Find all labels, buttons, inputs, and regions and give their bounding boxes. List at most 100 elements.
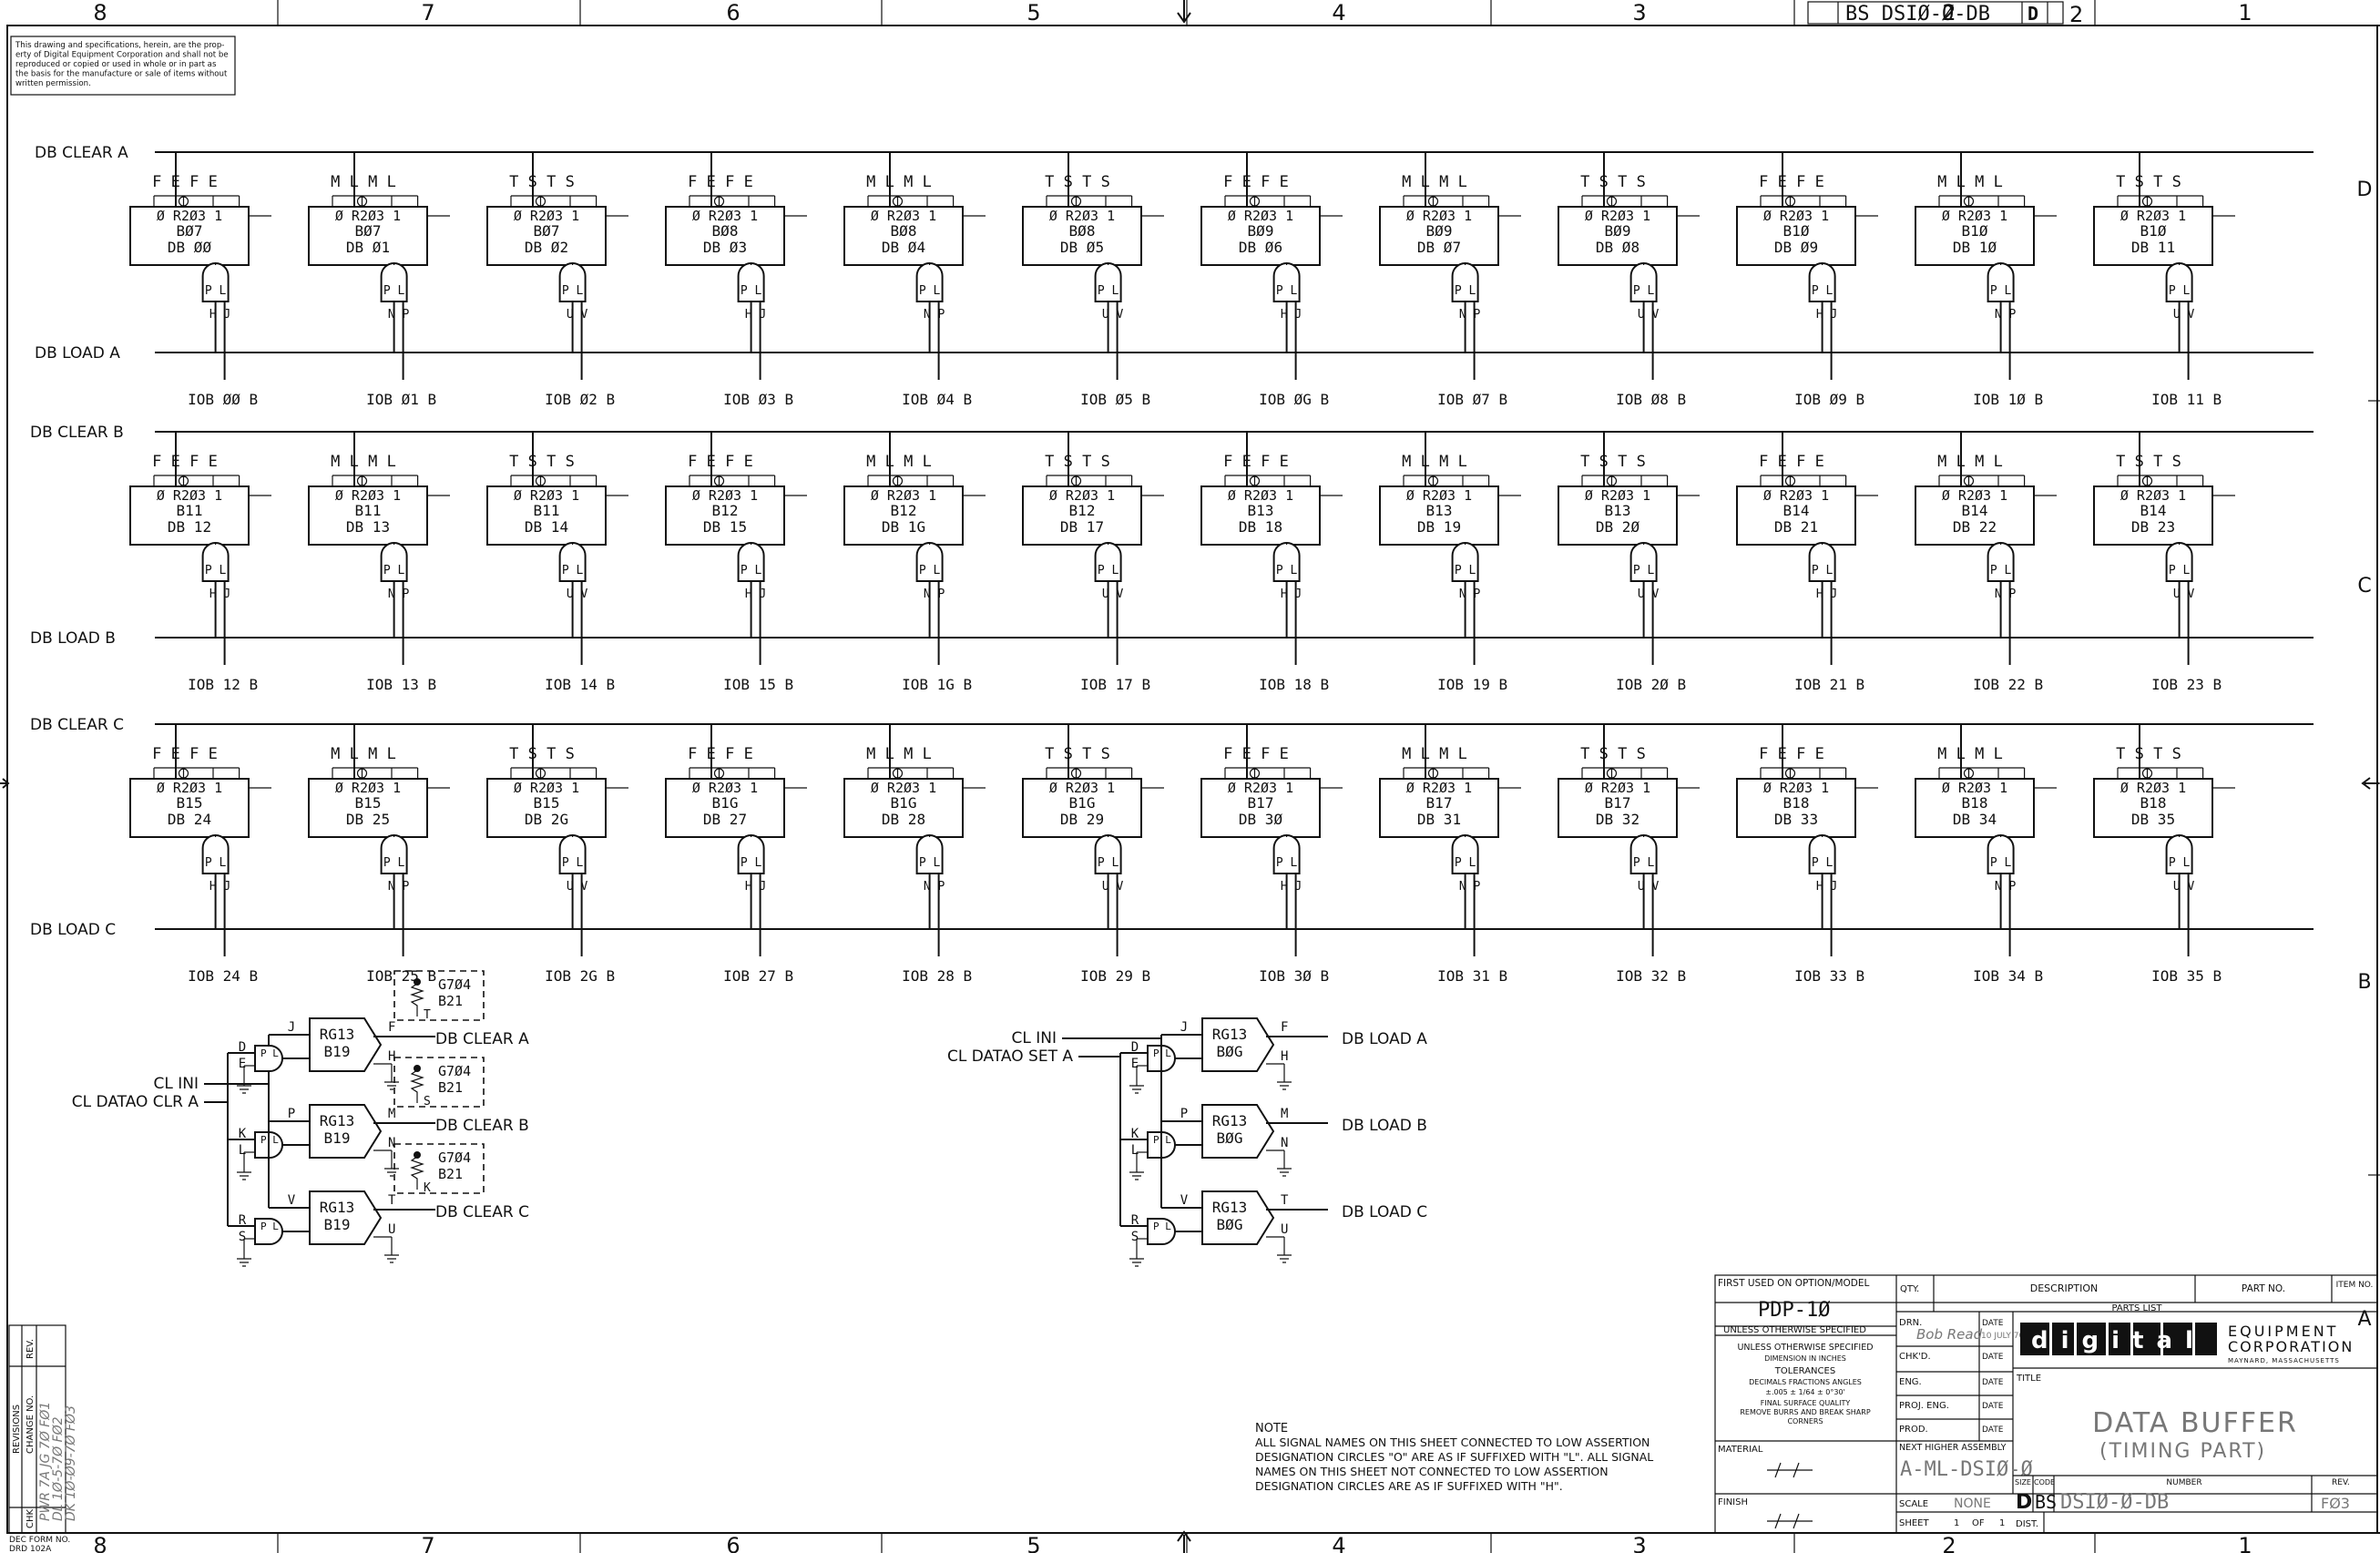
form-no-label: DEC FORM NO. xyxy=(9,1536,70,1545)
top-pin-labels: M L M L xyxy=(1402,173,1467,191)
nand-gate xyxy=(1808,834,1836,874)
flipflop-chip xyxy=(1379,206,1499,266)
load-bus-label: DB LOAD B xyxy=(30,629,116,648)
top-pin-labels: T S T S xyxy=(1045,173,1110,191)
chip-type: Ø R2Ø3 1 xyxy=(1228,487,1293,504)
header-sheet: 2 xyxy=(2069,2,2083,27)
chip-slot: BØ8 xyxy=(1069,222,1096,240)
gate-output-pins: N P xyxy=(1995,308,2017,322)
input-clear_logic-1: CL INI xyxy=(154,1075,199,1093)
chip-type: Ø R2Ø3 1 xyxy=(1049,487,1115,504)
gate-pin-labels: P L xyxy=(1990,284,2012,298)
bit-name: DB 2Ø xyxy=(1596,518,1640,536)
top-pin-labels: T S T S xyxy=(1045,453,1110,471)
g704-slot: B21 xyxy=(438,993,463,1009)
flipflop-chip xyxy=(843,206,964,266)
top-pin-labels: F E F E xyxy=(1223,745,1289,763)
gate-output-pins: U V xyxy=(1638,587,1660,601)
gate-pin-labels: P L xyxy=(1990,564,2012,577)
gate-pin-labels: P L xyxy=(383,856,405,870)
note-title: NOTE xyxy=(1255,1422,1288,1436)
chip-slot: B18 xyxy=(1962,794,1988,812)
chip-type: Ø R2Ø3 1 xyxy=(157,487,222,504)
ground-symbol xyxy=(1277,1081,1292,1090)
flipflop-chip xyxy=(1200,485,1321,546)
gate-out-pin: M xyxy=(388,1107,395,1121)
iob-signal: IOB 29 B xyxy=(1080,967,1150,985)
gate-output-pins: H J xyxy=(745,308,766,322)
gate-pin-labels: P L xyxy=(205,284,227,298)
center-arrow-left xyxy=(0,778,10,789)
bit-name: DB 29 xyxy=(1060,811,1104,828)
flipflop-chip xyxy=(308,778,428,838)
nand-gate xyxy=(1987,834,2015,874)
chip-type: Ø R2Ø3 1 xyxy=(1049,780,1115,796)
chip-slot: B13 xyxy=(1248,502,1274,519)
finish-label: FINISH xyxy=(1718,1497,1748,1507)
zone-bottom-4: 4 xyxy=(1332,1533,1345,1553)
form-no-value: DRD 102A xyxy=(9,1545,52,1553)
chip-type: Ø R2Ø3 1 xyxy=(335,208,401,224)
flipflop-chip xyxy=(1915,778,2035,838)
next-higher-value: A-ML-DSIØ-Ø xyxy=(1900,1458,2033,1481)
bit-name: DB Ø1 xyxy=(346,239,390,256)
nand-gate xyxy=(558,834,587,874)
gate-slot: BØG xyxy=(1217,1129,1243,1147)
sub-in-pin: S xyxy=(1131,1230,1139,1244)
size-label: SIZE xyxy=(2015,1478,2031,1487)
chip-slot: B11 xyxy=(355,502,382,519)
zone-top-8: 8 xyxy=(93,0,107,26)
company-line-2: CORPORATION xyxy=(2228,1338,2354,1355)
dim-line-1: UNLESS OTHERWISE SPECIFIED xyxy=(1737,1343,1873,1353)
gate-output-pins: U V xyxy=(2173,587,2195,601)
gate-output-pins: N P xyxy=(924,308,945,322)
flipflop-chip xyxy=(1915,206,2035,266)
top-pin-labels: M L M L xyxy=(331,453,396,471)
flipflop-chip xyxy=(1558,778,1678,838)
gate-pin-labels: P L xyxy=(1812,564,1834,577)
chip-slot: B11 xyxy=(534,502,560,519)
top-pin-labels: M L M L xyxy=(1937,745,2003,763)
sub-gate-pins: P L xyxy=(1153,1134,1171,1146)
flipflop-chip xyxy=(665,778,785,838)
header-size: D xyxy=(2028,3,2038,25)
pullup-dot xyxy=(414,1065,421,1072)
note-line-1: ALL SIGNAL NAMES ON THIS SHEET CONNECTED… xyxy=(1255,1436,1650,1449)
flipflop-chip xyxy=(665,485,785,546)
gate-pin-labels: P L xyxy=(2169,856,2191,870)
zone-top-1: 1 xyxy=(2238,0,2252,26)
copyright-line-5: written permission. xyxy=(15,79,91,88)
copyright-line-4: the basis for the manufacture or sale of… xyxy=(15,70,228,79)
description-label: DESCRIPTION xyxy=(2030,1282,2098,1294)
sub-gate-pins: P L xyxy=(1153,1047,1171,1059)
iob-signal: IOB Ø3 B xyxy=(723,391,793,408)
rg13-gate xyxy=(309,1190,383,1245)
chip-slot: B18 xyxy=(2140,794,2167,812)
top-pin-labels: M L M L xyxy=(1402,745,1467,763)
unless-specified-label: UNLESS OTHERWISE SPECIFIED xyxy=(1723,1325,1866,1335)
nand-gate xyxy=(201,542,230,582)
gate-pin-labels: P L xyxy=(205,856,227,870)
bit-name: DB 25 xyxy=(346,811,390,828)
flipflop-chip xyxy=(1379,778,1499,838)
gate-out-pin: T xyxy=(1281,1193,1289,1208)
zone-top-4: 4 xyxy=(1332,0,1345,26)
gate-pin-labels: P L xyxy=(562,856,584,870)
chkd-date-label: DATE xyxy=(1982,1353,2004,1362)
sub-in-pin: D xyxy=(1131,1040,1139,1055)
iob-signal: IOB Ø7 B xyxy=(1437,391,1507,408)
chip-type: Ø R2Ø3 1 xyxy=(335,780,401,796)
chkd-label: CHK'D. xyxy=(1899,1352,1931,1362)
chip-type: Ø R2Ø3 1 xyxy=(1585,780,1650,796)
copyright-line-3: reproduced or copied or used in whole or… xyxy=(15,60,217,69)
input-clear_logic-2: CL DATAO CLR A xyxy=(72,1093,199,1111)
drn-label: DRN. xyxy=(1899,1318,1922,1328)
top-pin-labels: F E F E xyxy=(1759,453,1824,471)
buffer-rows: DB CLEAR ADB LOAD ADF E F EØ R2Ø3 1BØ7DB… xyxy=(30,144,2314,985)
chip-type: Ø R2Ø3 1 xyxy=(2120,487,2186,504)
